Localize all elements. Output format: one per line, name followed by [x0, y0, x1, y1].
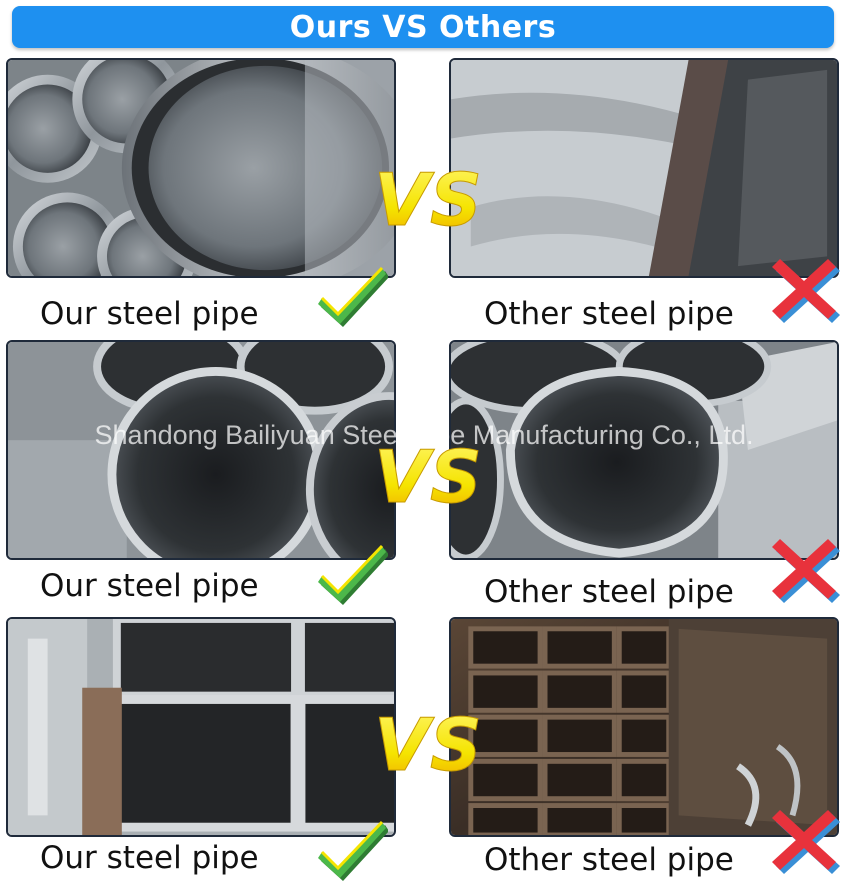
- other-pipe-photo-2: [449, 340, 839, 560]
- svg-text:V: V: [374, 158, 435, 235]
- svg-text:V: V: [374, 703, 435, 780]
- our-pipe-photo-2: [6, 340, 396, 560]
- banner-title: Ours VS Others: [289, 9, 557, 45]
- svg-text:S: S: [430, 435, 480, 512]
- svg-text:S: S: [430, 703, 480, 780]
- our-pipe-caption-1: Our steel pipe: [40, 296, 259, 332]
- other-pipe-photo-3: [449, 617, 839, 837]
- our-pipe-caption-3: Our steel pipe: [40, 840, 259, 876]
- other-pipe-caption-1: Other steel pipe: [484, 296, 734, 332]
- check-icon: [318, 266, 388, 327]
- our-pipe-photo-3: [6, 617, 396, 837]
- check-icon: [318, 544, 388, 605]
- svg-text:S: S: [430, 158, 480, 235]
- cross-icon: [772, 810, 840, 874]
- cross-icon: [772, 539, 840, 603]
- check-icon: [318, 820, 388, 881]
- vs-badge-1: V S: [374, 158, 481, 236]
- title-banner: Ours VS Others: [12, 6, 834, 48]
- other-pipe-caption-3: Other steel pipe: [484, 842, 734, 878]
- other-pipe-caption-2: Other steel pipe: [484, 574, 734, 610]
- svg-text:V: V: [374, 435, 435, 512]
- our-pipe-caption-2: Our steel pipe: [40, 568, 259, 604]
- vs-badge-2: V S: [374, 435, 481, 513]
- other-pipe-photo-1: [449, 58, 839, 278]
- our-pipe-photo-1: [6, 58, 396, 278]
- vs-badge-3: V S: [374, 703, 481, 781]
- cross-icon: [772, 259, 840, 323]
